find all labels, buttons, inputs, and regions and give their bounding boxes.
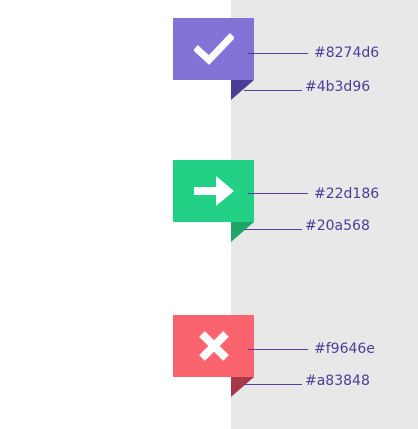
badge-close-face [173, 315, 254, 377]
hex-label-close-face: #f9646e [314, 341, 375, 357]
arrow-right-icon [193, 176, 234, 206]
badge-check [173, 18, 254, 100]
hex-label-close-fold: #a83848 [305, 373, 370, 389]
badge-arrow-face [173, 160, 254, 222]
leader-line-arrow-fold [244, 229, 302, 230]
hex-label-check-face: #8274d6 [314, 45, 380, 61]
right-panel-background [231, 0, 418, 429]
badge-close [173, 315, 254, 397]
leader-line-arrow-face [248, 193, 308, 194]
badge-close-fold [231, 377, 254, 397]
badge-arrow-fold [231, 222, 254, 242]
hex-label-arrow-face: #22d186 [314, 186, 380, 202]
badge-check-fold [231, 80, 254, 100]
leader-line-close-fold [244, 384, 302, 385]
badge-check-face [173, 18, 254, 80]
close-x-icon [198, 331, 229, 361]
checkmark-icon [193, 33, 234, 65]
hex-label-check-fold: #4b3d96 [305, 79, 371, 95]
leader-line-check-fold [244, 90, 302, 91]
leader-line-close-face [248, 349, 308, 350]
leader-line-check-face [248, 53, 308, 54]
badge-arrow [173, 160, 254, 242]
hex-label-arrow-fold: #20a568 [305, 218, 370, 234]
